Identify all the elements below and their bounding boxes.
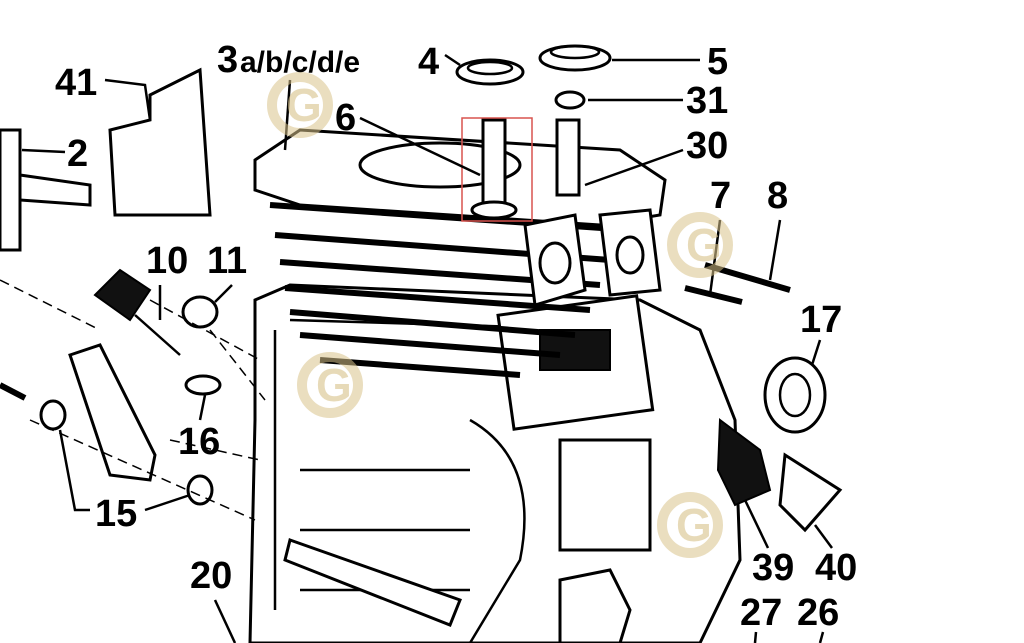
callout-3[interactable]: 3 [217,39,238,81]
callout-27[interactable]: 27 [740,592,782,634]
part-39 [716,418,772,507]
leader-lines [21,53,834,643]
callout-15[interactable]: 15 [95,493,137,535]
oil-seal-17 [763,356,827,434]
watermark-logo-icon: G [316,359,352,411]
valve-guide [470,118,518,220]
callout-2[interactable]: 2 [67,133,88,175]
valve-guide-30 [555,118,581,197]
callout-26[interactable]: 26 [797,592,839,634]
callout-8[interactable]: 8 [767,175,788,217]
callout-31[interactable]: 31 [686,80,728,122]
callout-3-variants[interactable]: a/b/c/d/e [240,46,360,79]
callout-6[interactable]: 6 [335,97,356,139]
callout-20[interactable]: 20 [190,555,232,597]
callout-5[interactable]: 5 [707,41,728,83]
callout-4[interactable]: 4 [418,41,439,83]
watermark-logo-icon: G [676,499,712,551]
callout-41[interactable]: 41 [55,62,97,104]
crankcase [248,283,742,643]
callout-11[interactable]: 11 [207,240,247,282]
bracket-41 [108,67,212,217]
seals [455,44,612,110]
highlight-box [461,117,533,222]
cylinder [253,128,667,378]
callout-39[interactable]: 39 [752,547,794,589]
cover-40 [778,452,843,533]
sensor-10 [93,268,152,322]
watermark-logo-icon: G [286,79,322,131]
watermark-logo-icon: G [686,219,722,271]
callout-10[interactable]: 10 [146,240,188,282]
part-2 [0,128,92,252]
washer-15b [186,474,214,506]
washer-15a [39,399,67,431]
callout-40[interactable]: 40 [815,547,857,589]
callout-7[interactable]: 7 [710,175,731,217]
callout-30[interactable]: 30 [686,125,728,167]
callout-labels: 41 3 a/b/c/d/e 4 5 31 6 30 2 7 8 10 11 1… [55,39,857,634]
washer-16 [184,374,222,396]
callout-17[interactable]: 17 [800,299,842,341]
callout-16[interactable]: 16 [178,421,220,463]
watermark-logos: G G G G [267,72,733,558]
plug-11 [181,295,219,329]
tube [68,343,157,482]
